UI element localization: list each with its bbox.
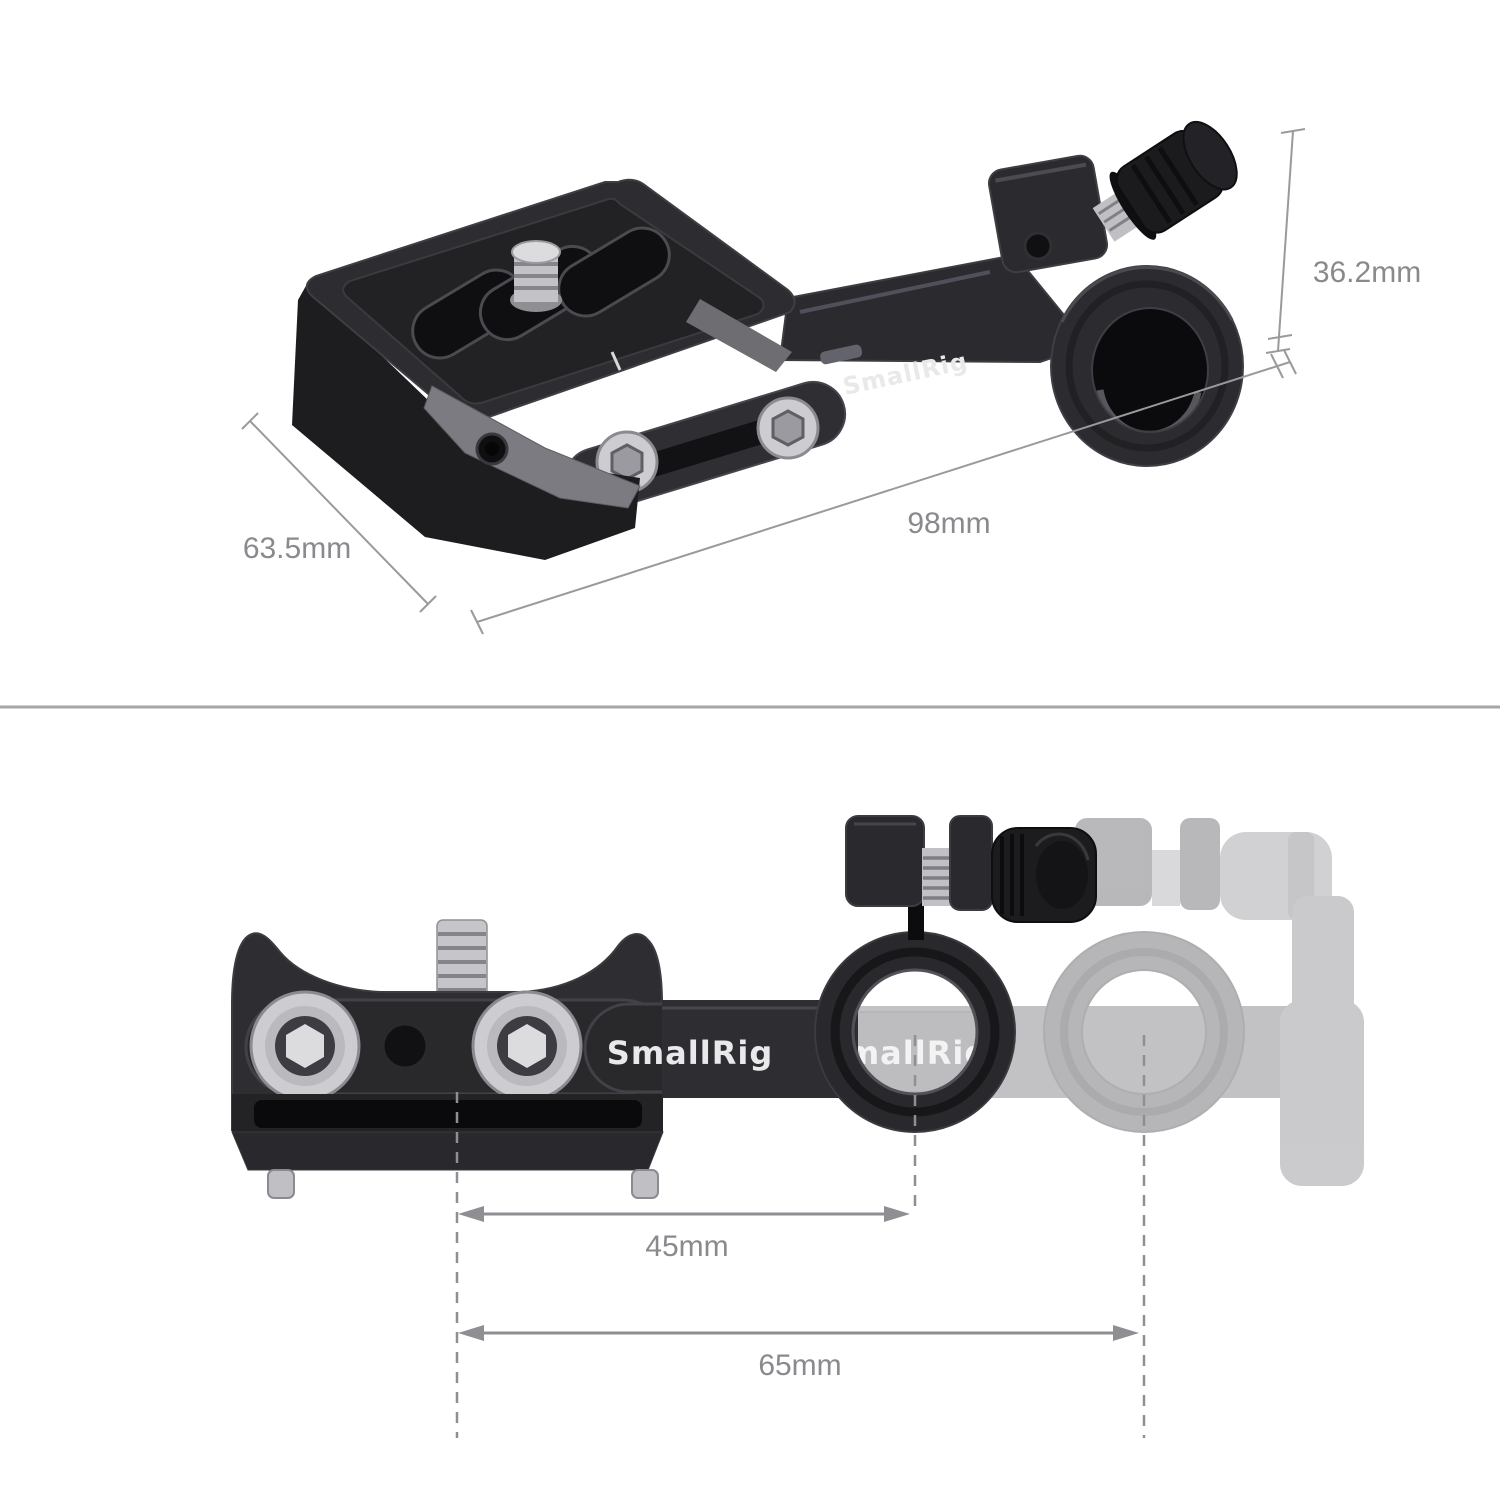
- thumbscrew-barrel: [991, 827, 1097, 923]
- dimension-label: 63.5mm: [243, 532, 351, 565]
- dimension-label: 98mm: [907, 507, 990, 540]
- clamp-block: [987, 154, 1109, 274]
- ghost-clamp-block: [1180, 818, 1220, 910]
- arrowhead-right: [884, 1206, 910, 1222]
- dimension-overall-height: 36.2mm: [1265, 128, 1421, 354]
- hex-screw: [756, 396, 820, 460]
- dimension-tick: [419, 595, 437, 613]
- dimension-rod-travel-max: 65mm: [458, 1325, 1139, 1382]
- dimension-overall-length: 98mm: [470, 349, 1297, 635]
- dimension-tick: [1270, 353, 1284, 379]
- side-view: SmallRig: [231, 815, 1364, 1438]
- rod-clamp-head: [987, 121, 1245, 467]
- arrowhead-right: [1113, 1325, 1139, 1341]
- dimension-tick: [1280, 128, 1306, 134]
- plate-slot: [557, 226, 671, 318]
- clamp-block-hole: [1023, 231, 1053, 261]
- dimension-tick: [470, 609, 484, 635]
- hex-screw: [471, 990, 583, 1102]
- arm-highlight-notch: [820, 344, 863, 365]
- dimension-tick: [1265, 348, 1291, 354]
- locating-pin-hole: [381, 1022, 429, 1070]
- clamp-block: [949, 815, 993, 911]
- ghost-lever: [1292, 896, 1354, 1026]
- clamp-block: [845, 815, 925, 907]
- hex-screw: [249, 990, 361, 1102]
- dimension-line: [1277, 130, 1294, 352]
- dimension-line: [476, 361, 1291, 623]
- ghost-lever-foot: [1280, 1000, 1364, 1186]
- dimension-tick: [241, 412, 259, 430]
- dimension-label: 45mm: [645, 1230, 728, 1263]
- arm-chamfer-highlight: [799, 270, 991, 314]
- alignment-mark: [610, 351, 622, 371]
- dimension-plate-width: 63.5mm: [241, 412, 437, 613]
- camera-mounting-screw: [510, 240, 562, 312]
- mounting-arm: SmallRig: [778, 253, 1077, 401]
- rod-clamp-side: [814, 815, 1097, 1133]
- mounting-arm-side: SmallRig: [607, 1000, 858, 1098]
- top-view: SmallRig: [241, 121, 1421, 635]
- side-product: SmallRig: [231, 815, 1097, 1199]
- arrowhead-left: [458, 1206, 484, 1222]
- clamp-slit: [908, 900, 924, 940]
- dimension-label: 36.2mm: [1313, 256, 1421, 289]
- dimension-tick: [1267, 334, 1293, 340]
- dashed-guides: [455, 1035, 1146, 1438]
- dimension-rod-travel-min: 45mm: [458, 1206, 910, 1263]
- side-thread-hole: [475, 432, 509, 466]
- knurled-thread: [922, 848, 952, 906]
- locating-pin: [631, 1169, 659, 1199]
- quick-release-plate: [292, 178, 796, 560]
- quick-release-plate-side: [231, 932, 794, 1199]
- locating-pin: [267, 1169, 295, 1199]
- plate-bevel-right: [686, 299, 792, 372]
- plate-base: [231, 1131, 664, 1171]
- dimension-tick: [1283, 349, 1297, 375]
- arrowhead-left: [458, 1325, 484, 1341]
- camera-mounting-screw-side: [436, 919, 488, 1005]
- dimension-label: 65mm: [758, 1349, 841, 1382]
- dimension-line: [249, 420, 429, 605]
- ghost-thread: [1152, 850, 1180, 906]
- rod-clamp-ring: [1050, 265, 1245, 467]
- dovetail-groove: [254, 1100, 642, 1128]
- smallrig-logo-side: SmallRig: [607, 1034, 773, 1072]
- thumbscrew-knob: [1092, 121, 1238, 242]
- ghost-ring: [1043, 931, 1246, 1133]
